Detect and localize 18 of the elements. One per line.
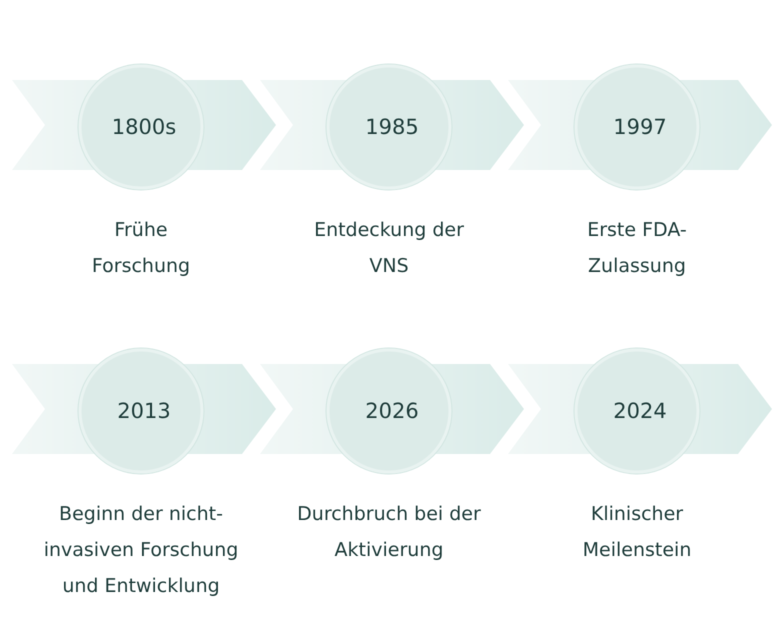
timeline-step	[12, 63, 276, 193]
milestone-caption: Entdeckung der VNS	[314, 218, 464, 279]
year-label: 1997	[612, 114, 668, 141]
timeline-step	[12, 347, 276, 477]
year-label: 1800s	[110, 114, 178, 141]
timeline-step	[508, 63, 772, 193]
year-label: 2013	[116, 398, 172, 425]
milestone-caption: Beginn der nicht-invasiven Forschung und Entwicklung	[42, 502, 240, 599]
timeline-step	[260, 347, 524, 477]
milestone-caption: Erste FDA-Zulassung	[586, 218, 688, 279]
year-label: 2026	[364, 398, 420, 425]
timeline-step	[260, 63, 524, 193]
timeline-step	[508, 347, 772, 477]
milestone-caption: Durchbruch bei der Aktivierung	[296, 502, 482, 563]
milestone-caption: Klinischer Meilenstein	[582, 502, 692, 563]
milestone-caption: Frühe Forschung	[90, 218, 192, 279]
year-label: 2024	[612, 398, 668, 425]
year-label: 1985	[364, 114, 420, 141]
